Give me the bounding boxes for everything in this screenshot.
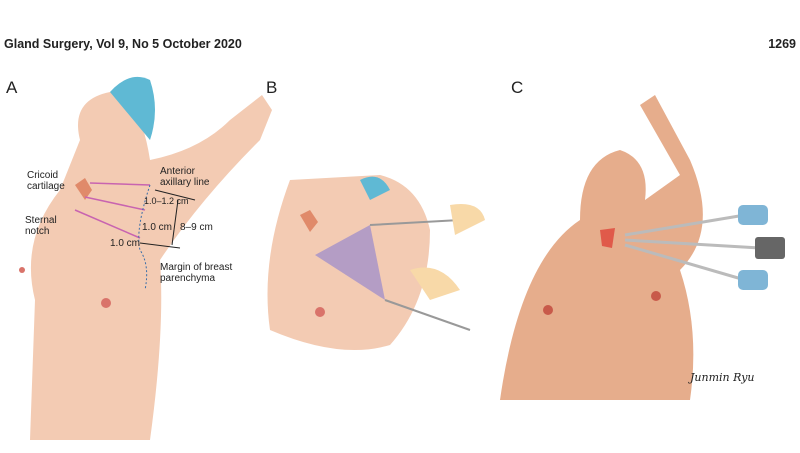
panel-letter-a: A [6, 78, 18, 97]
page-number: 1269 [768, 37, 796, 51]
panel-letter-b: B [266, 78, 278, 97]
panel-c-illustration [500, 95, 785, 400]
label-distance-2: 1.0 cm [142, 222, 173, 233]
journal-header: Gland Surgery, Vol 9, No 5 October 2020 [4, 37, 242, 51]
label-span: 8–9 cm [180, 222, 213, 233]
artist-signature: Junmin Ryu [690, 371, 755, 384]
label-distance-1: 1.0–1.2 cm [144, 196, 189, 206]
label-distance-3: 1.0 cm [110, 238, 141, 249]
label-margin-breast: Margin of breast parenchyma [160, 262, 233, 284]
panel-a-illustration [19, 76, 272, 440]
label-sternal-notch: Sternal notch [25, 215, 57, 237]
panel-b-illustration [267, 175, 485, 350]
label-cricoid-cartilage: Cricoid cartilage [27, 170, 65, 192]
panel-letter-c: C [511, 78, 524, 97]
label-anterior-axillary-line: Anterior axillary line [160, 166, 210, 188]
